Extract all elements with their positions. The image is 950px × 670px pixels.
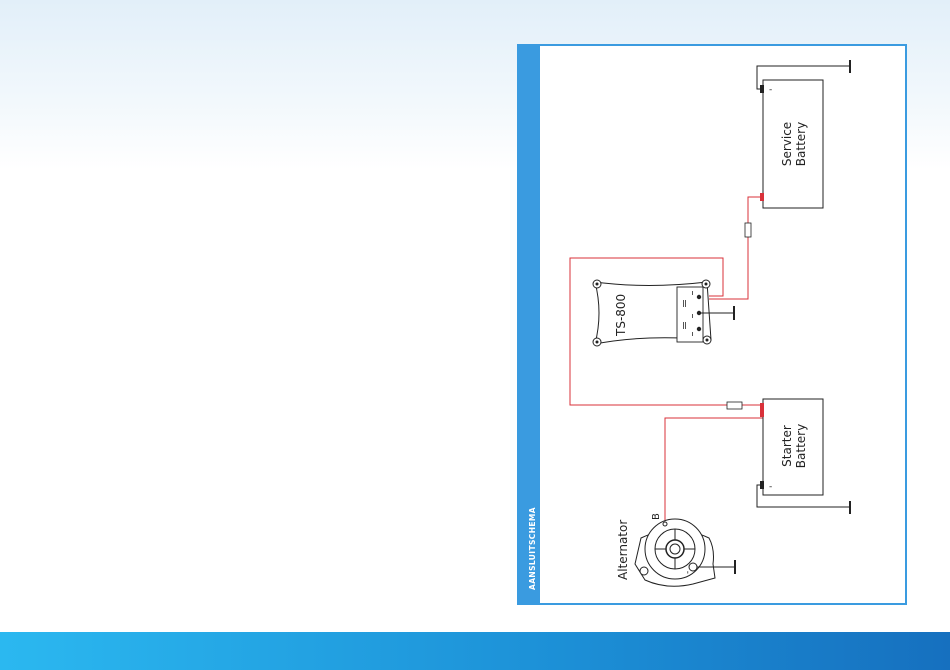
service-battery-positive-terminal <box>760 193 764 201</box>
fuse-starter <box>727 402 742 409</box>
positive-wires <box>570 197 763 524</box>
starter-battery: - Starter Battery <box>757 399 850 514</box>
wire-alternator-b <box>665 418 763 524</box>
ts800-label: TS-800 <box>614 294 628 337</box>
service-battery-label-line1: Service <box>780 122 794 166</box>
fuse-service <box>745 223 751 237</box>
alternator-minus: - <box>683 571 693 574</box>
alternator-mount-right <box>689 563 697 571</box>
alternator-b-label: B <box>651 513 662 520</box>
wiring-schematic: - Service Battery - Starter Battery <box>517 44 907 605</box>
starter-battery-label-line2: Battery <box>794 424 808 468</box>
ts800-terminal-3 <box>697 327 701 331</box>
alternator: B - Alternator <box>616 513 735 586</box>
alternator-mount-left <box>640 567 648 575</box>
service-battery-label-line2: Battery <box>794 122 808 166</box>
service-battery-minus: - <box>769 85 772 95</box>
service-battery: - Service Battery <box>757 60 850 208</box>
alternator-label: Alternator <box>616 520 630 580</box>
wire-service-positive <box>709 197 763 299</box>
starter-battery-label-line1: Starter <box>780 425 794 467</box>
alternator-b-terminal <box>663 522 667 526</box>
ts800-terminal-1 <box>697 295 701 299</box>
bottom-brand-bar <box>0 632 950 670</box>
ts800-device: TS-800 <box>593 280 734 346</box>
ts800-terminal-2 <box>697 311 701 315</box>
starter-battery-positive-terminal <box>760 403 764 417</box>
starter-battery-minus: - <box>769 482 772 492</box>
